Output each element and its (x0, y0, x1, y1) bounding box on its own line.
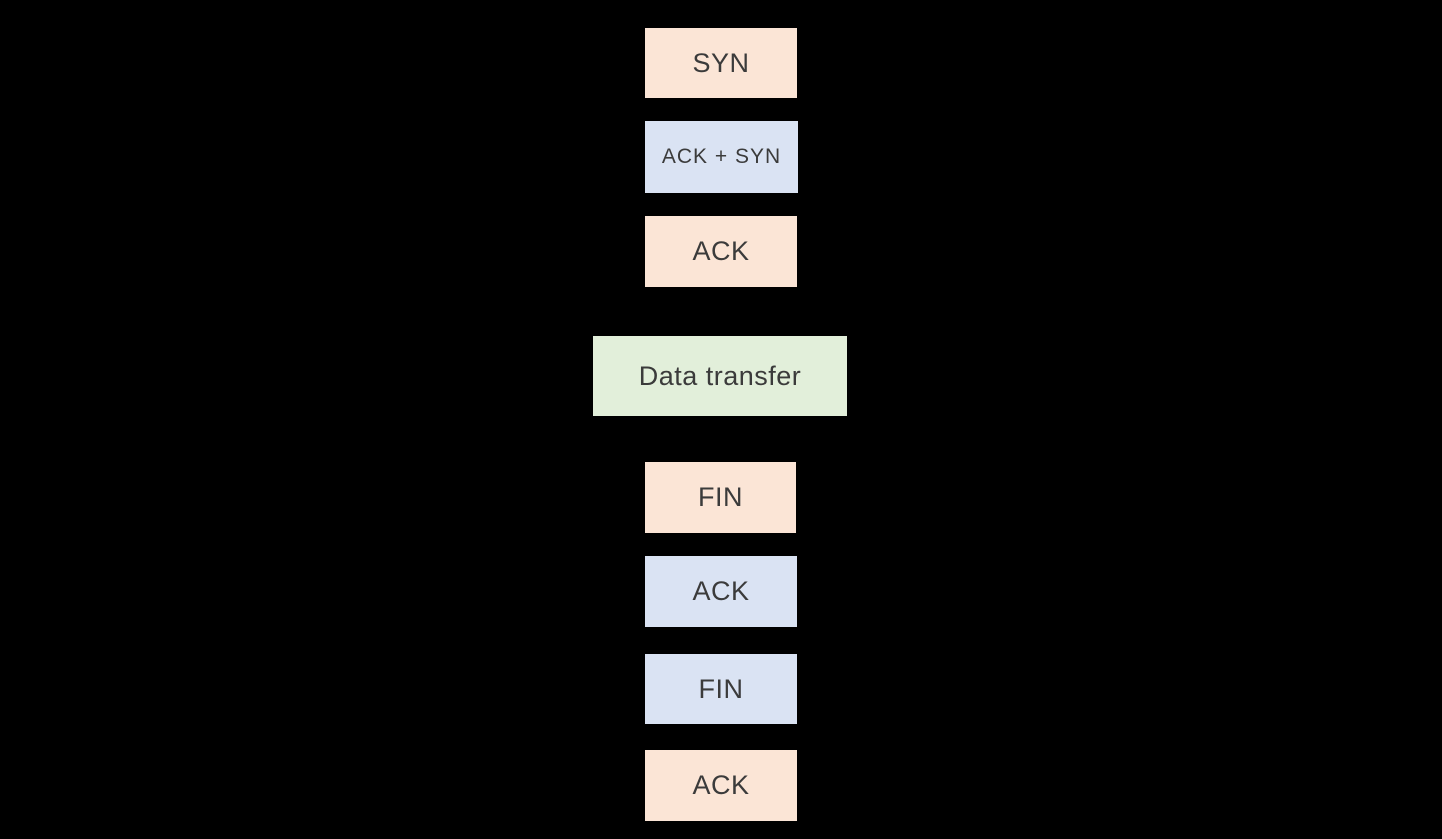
box-fin-2: FIN (645, 654, 797, 724)
box-ack-syn-label: ACK + SYN (661, 145, 782, 168)
box-ack-3-label: ACK (692, 770, 750, 800)
box-syn-label: SYN (692, 47, 750, 78)
box-syn: SYN (645, 28, 797, 98)
box-fin-1: FIN (645, 462, 796, 533)
box-ack-syn: ACK + SYN (645, 121, 798, 193)
box-data-transfer-label: Data transfer (638, 360, 802, 391)
box-fin-2-label: FIN (698, 673, 744, 704)
box-ack-1: ACK (645, 216, 797, 287)
box-ack-1-label: ACK (692, 236, 750, 266)
box-ack-2: ACK (645, 556, 797, 627)
box-data-transfer: Data transfer (593, 336, 847, 416)
box-ack-3: ACK (645, 750, 797, 821)
box-fin-1-label: FIN (698, 482, 743, 512)
box-ack-2-label: ACK (692, 576, 750, 606)
